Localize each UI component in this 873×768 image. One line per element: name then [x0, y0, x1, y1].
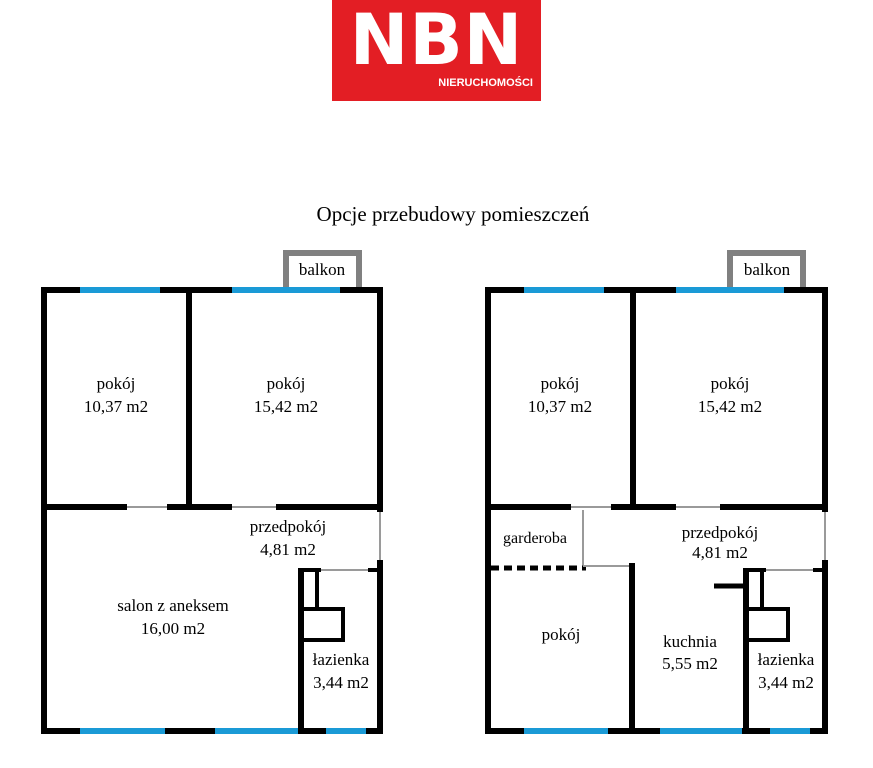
logo-subtitle: NIERUCHOMOŚCI — [438, 77, 533, 89]
logo-word: NBN — [349, 0, 524, 81]
page-title: Opcje przebudowy pomieszczeń — [317, 202, 590, 226]
shaft — [749, 571, 790, 642]
balcony-outline — [283, 250, 362, 289]
plan-right: balkon pok — [485, 250, 828, 734]
room-area: 3,44 m2 — [313, 673, 369, 692]
room-name: pokój — [97, 374, 136, 393]
balcony-outline — [727, 250, 806, 289]
room-name: salon z aneksem — [117, 596, 228, 615]
nbn-logo: NBN NIERUCHOMOŚCI — [332, 0, 541, 101]
room-area: 4,81 m2 — [692, 543, 748, 562]
room-name: łazienka — [758, 650, 815, 669]
room-area: 15,42 m2 — [254, 397, 318, 416]
room-area: 4,81 m2 — [260, 540, 316, 559]
room-name: przedpokój — [250, 517, 326, 536]
room-area: 5,55 m2 — [662, 654, 718, 673]
room-name: garderoba — [503, 530, 567, 547]
room-area: 10,37 m2 — [528, 397, 592, 416]
shaft — [304, 571, 345, 642]
room-area: 10,37 m2 — [84, 397, 148, 416]
room-name: kuchnia — [663, 632, 717, 651]
plan-left: balkon pokój 10,37 m2 pokój 15,42 m — [41, 250, 383, 734]
room-name: łazienka — [313, 650, 370, 669]
room-name: pokój — [542, 625, 581, 644]
room-area: 15,42 m2 — [698, 397, 762, 416]
room-area: 3,44 m2 — [758, 673, 814, 692]
room-name: pokój — [267, 374, 306, 393]
room-name: pokój — [541, 374, 580, 393]
room-name: przedpokój — [682, 523, 758, 542]
balcony-label: balkon — [299, 260, 346, 279]
balcony-label: balkon — [744, 260, 791, 279]
room-area: 16,00 m2 — [141, 619, 205, 638]
room-name: pokój — [711, 374, 750, 393]
